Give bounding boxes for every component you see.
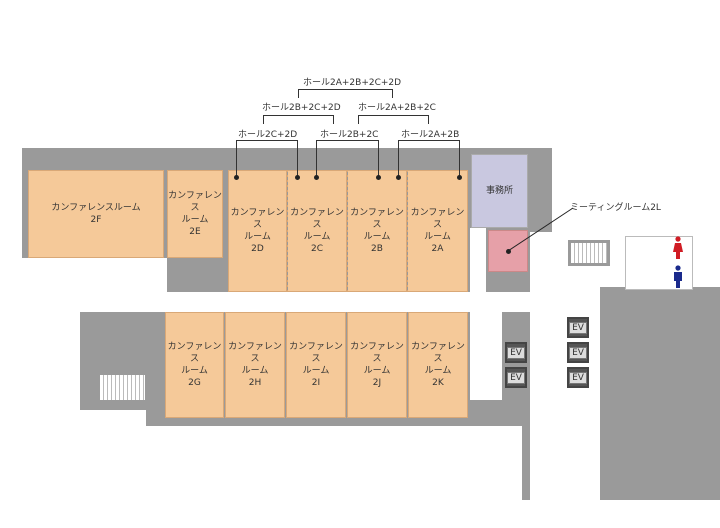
room-2J[interactable]: カンファレンス ルーム 2J [347,312,407,418]
elevator: EV [505,367,527,388]
hall-2ab-bracket [398,140,460,178]
ev-hall [470,312,502,400]
ev-label: EV [569,346,587,359]
room-2G[interactable]: カンファレンス ルーム 2G [165,312,224,418]
room-2I[interactable]: カンファレンス ルーム 2I [286,312,346,418]
restroom-area [625,236,693,290]
ev-label: EV [507,346,525,359]
hall-2ab-label: ホール2A+2B [401,130,460,140]
ev-label: EV [569,371,587,384]
room-2H[interactable]: カンファレンス ルーム 2H [225,312,285,418]
elevator: EV [567,342,589,363]
meeting-room-leader-line [507,207,574,252]
elevator: EV [567,367,589,388]
elevator: EV [505,342,527,363]
room-2K[interactable]: カンファレンス ルーム 2K [408,312,468,418]
meeting-room-label: ミーティングルーム2L [570,203,661,213]
meeting-room-marker [506,249,511,254]
hall-2cd-bracket [236,140,298,178]
hall-2cd-label: ホール2C+2D [238,130,298,140]
partition [407,172,408,290]
female-restroom-icon [673,236,683,259]
bracket-dot [396,175,401,180]
hall-2bcd-label: ホール2B+2C+2D [262,103,341,113]
corridor[interactable] [22,292,530,312]
hall-2abc-bracket [358,115,429,124]
bracket-dot [376,175,381,180]
room-2B[interactable]: カンファレンス ルーム 2B [347,170,407,292]
hall-2bcd-bracket [263,115,334,124]
partition [347,172,348,290]
stair-left [100,375,145,400]
bracket-dot [314,175,319,180]
partition [287,172,288,290]
elevator: EV [567,317,589,338]
hall-2abcd-label: ホール2A+2B+2C+2D [303,78,402,88]
room-2D[interactable]: カンファレンス ルーム 2D [228,170,287,292]
bracket-dot [457,175,462,180]
room-2E[interactable]: カンファレンス ルーム 2E [167,170,223,258]
hall-2abc-label: ホール2A+2B+2C [358,103,436,113]
corridor-left [22,258,167,292]
right-hall [530,285,600,500]
room-2F[interactable]: カンファレンスルーム 2F [28,170,164,258]
hall-2abcd-bracket [298,89,393,98]
bracket-dot [234,175,239,180]
meeting-room-2L[interactable] [488,230,528,272]
bracket-dot [295,175,300,180]
office[interactable]: 事務所 [471,154,528,228]
ev-label: EV [507,371,525,384]
ev-label: EV [569,321,587,334]
hall-2bc-label: ホール2B+2C [320,130,379,140]
male-restroom-icon [674,265,682,288]
room-2A[interactable]: カンファレンス ルーム 2A [407,170,468,292]
stair-right [568,240,610,266]
hall-2bc-bracket [316,140,379,178]
corridor-right [470,228,486,312]
room-2C[interactable]: カンファレンス ルーム 2C [287,170,347,292]
